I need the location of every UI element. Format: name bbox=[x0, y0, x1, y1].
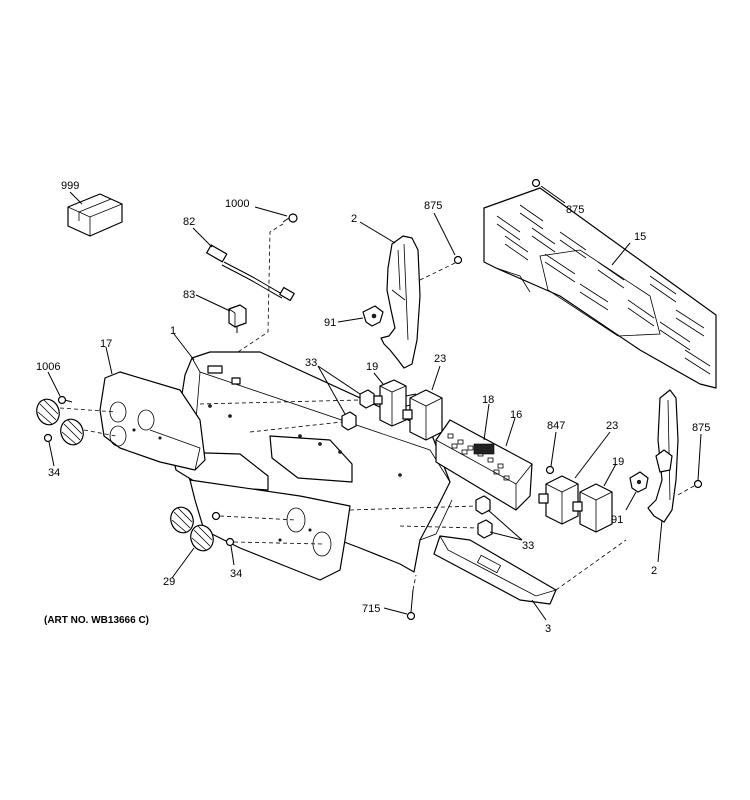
part-34-clip-left[interactable] bbox=[43, 433, 53, 443]
part-15-rear-panel[interactable] bbox=[483, 187, 717, 389]
part-847-screw[interactable] bbox=[545, 465, 555, 475]
part-29-knob-lower-a[interactable] bbox=[167, 504, 197, 536]
part-23-switch-right[interactable] bbox=[538, 475, 579, 525]
callout-16: 16 bbox=[510, 409, 522, 421]
part-875-screw-a[interactable] bbox=[453, 255, 463, 265]
leader-3 bbox=[531, 599, 547, 621]
knob-shaft-lines-lower bbox=[219, 515, 323, 545]
part-1000-screw[interactable] bbox=[282, 213, 298, 223]
callout-1000: 1000 bbox=[225, 198, 249, 210]
callout-1: 1 bbox=[170, 325, 176, 337]
callout-999: 999 bbox=[61, 180, 79, 192]
callout-847: 847 bbox=[547, 420, 565, 432]
part-29-knob-left-upper[interactable] bbox=[33, 396, 63, 428]
leader-2-upper bbox=[359, 221, 396, 244]
leader-2-lower bbox=[657, 519, 663, 563]
leader-29 bbox=[171, 547, 195, 579]
dashed-line-875-c bbox=[675, 485, 695, 497]
dashed-line-875-a bbox=[419, 262, 456, 281]
leader-17 bbox=[105, 346, 113, 375]
leader-33-lower-a bbox=[487, 509, 523, 541]
callout-875-a: 875 bbox=[424, 200, 442, 212]
leader-33-lower-b bbox=[489, 531, 523, 541]
art-number: (ART NO. WB13666 C) bbox=[44, 615, 149, 626]
part-875-screw-c[interactable] bbox=[693, 479, 703, 489]
callout-1006: 1006 bbox=[36, 361, 60, 373]
callout-23-right: 23 bbox=[606, 420, 618, 432]
part-3-trim-strip[interactable] bbox=[433, 535, 627, 605]
callout-3: 3 bbox=[545, 623, 551, 635]
callout-29: 29 bbox=[163, 576, 175, 588]
callout-91-right: 91 bbox=[611, 514, 623, 526]
leader-999 bbox=[69, 191, 83, 205]
callout-83: 83 bbox=[183, 289, 195, 301]
leader-82 bbox=[192, 227, 213, 248]
leader-1006 bbox=[47, 371, 61, 397]
callout-19-right: 19 bbox=[612, 456, 624, 468]
part-33-hardware-lower[interactable] bbox=[475, 495, 493, 539]
leader-34-left bbox=[48, 441, 55, 467]
leader-715 bbox=[383, 607, 408, 615]
part-2-end-cap-right[interactable] bbox=[647, 389, 679, 523]
callout-33-upper: 33 bbox=[305, 357, 317, 369]
leader-15 bbox=[611, 242, 631, 266]
leader-19-left bbox=[373, 372, 384, 385]
callout-715: 715 bbox=[362, 603, 380, 615]
shaft-lines-upper bbox=[199, 399, 361, 433]
dashed-line-715 bbox=[412, 574, 417, 591]
callout-82: 82 bbox=[183, 216, 195, 228]
leader-875-c bbox=[697, 433, 702, 481]
leader-33-upper-a bbox=[317, 365, 361, 395]
leader-23-left bbox=[431, 365, 441, 391]
leader-847 bbox=[550, 431, 557, 467]
callout-18: 18 bbox=[482, 394, 494, 406]
part-91-clip-left[interactable] bbox=[362, 305, 384, 327]
callout-34-lower: 34 bbox=[230, 568, 242, 580]
part-19-switch-right[interactable] bbox=[572, 483, 613, 533]
leader-33-upper-b bbox=[317, 365, 346, 415]
callout-2-lower: 2 bbox=[651, 565, 657, 577]
callout-15: 15 bbox=[634, 231, 646, 243]
part-19-switch-left[interactable] bbox=[373, 379, 417, 427]
callout-91-left: 91 bbox=[324, 317, 336, 329]
part-29-knob-lower-b[interactable] bbox=[187, 522, 217, 554]
part-83-switch[interactable] bbox=[228, 304, 247, 333]
part-875-screw-b[interactable] bbox=[531, 178, 541, 188]
part-29-knob-left-lower[interactable] bbox=[57, 416, 87, 448]
leader-34-lower bbox=[230, 545, 235, 566]
leader-91-right bbox=[625, 491, 637, 511]
leader-23-right bbox=[574, 431, 611, 479]
callout-875-b: 875 bbox=[566, 204, 584, 216]
part-17-front-overlay[interactable] bbox=[99, 371, 351, 581]
callout-875-c: 875 bbox=[692, 422, 710, 434]
callout-2-upper: 2 bbox=[351, 213, 357, 225]
callout-33-lower: 33 bbox=[522, 540, 534, 552]
callout-23-left: 23 bbox=[434, 353, 446, 365]
callout-17: 17 bbox=[100, 338, 112, 350]
callout-34-left: 34 bbox=[48, 467, 60, 479]
part-999-box[interactable] bbox=[67, 193, 123, 237]
leader-83 bbox=[195, 294, 231, 312]
dashed-line-1000 bbox=[237, 223, 284, 353]
leader-91-left bbox=[337, 317, 364, 323]
leader-875-a bbox=[433, 212, 456, 256]
shaft-lines-lower bbox=[349, 505, 479, 529]
leader-1 bbox=[173, 333, 195, 361]
knob-shaft-lines-left bbox=[59, 407, 117, 437]
leader-16 bbox=[505, 417, 516, 447]
callout-19-left: 19 bbox=[366, 361, 378, 373]
leader-1000 bbox=[254, 206, 288, 217]
part-34-clip-lower-b[interactable] bbox=[225, 537, 235, 547]
leader-875-b bbox=[540, 185, 566, 204]
part-34-clip-lower-a[interactable] bbox=[211, 511, 221, 521]
part-1006-screw[interactable] bbox=[57, 395, 73, 405]
part-91-clip-right[interactable] bbox=[629, 471, 649, 493]
part-82-harness[interactable] bbox=[206, 244, 295, 302]
leader-18 bbox=[483, 403, 490, 441]
part-16-control-board[interactable] bbox=[435, 419, 533, 511]
part-2-end-cap-left[interactable] bbox=[380, 235, 421, 369]
part-715-screw[interactable] bbox=[406, 589, 416, 621]
leader-19-right bbox=[603, 463, 617, 487]
